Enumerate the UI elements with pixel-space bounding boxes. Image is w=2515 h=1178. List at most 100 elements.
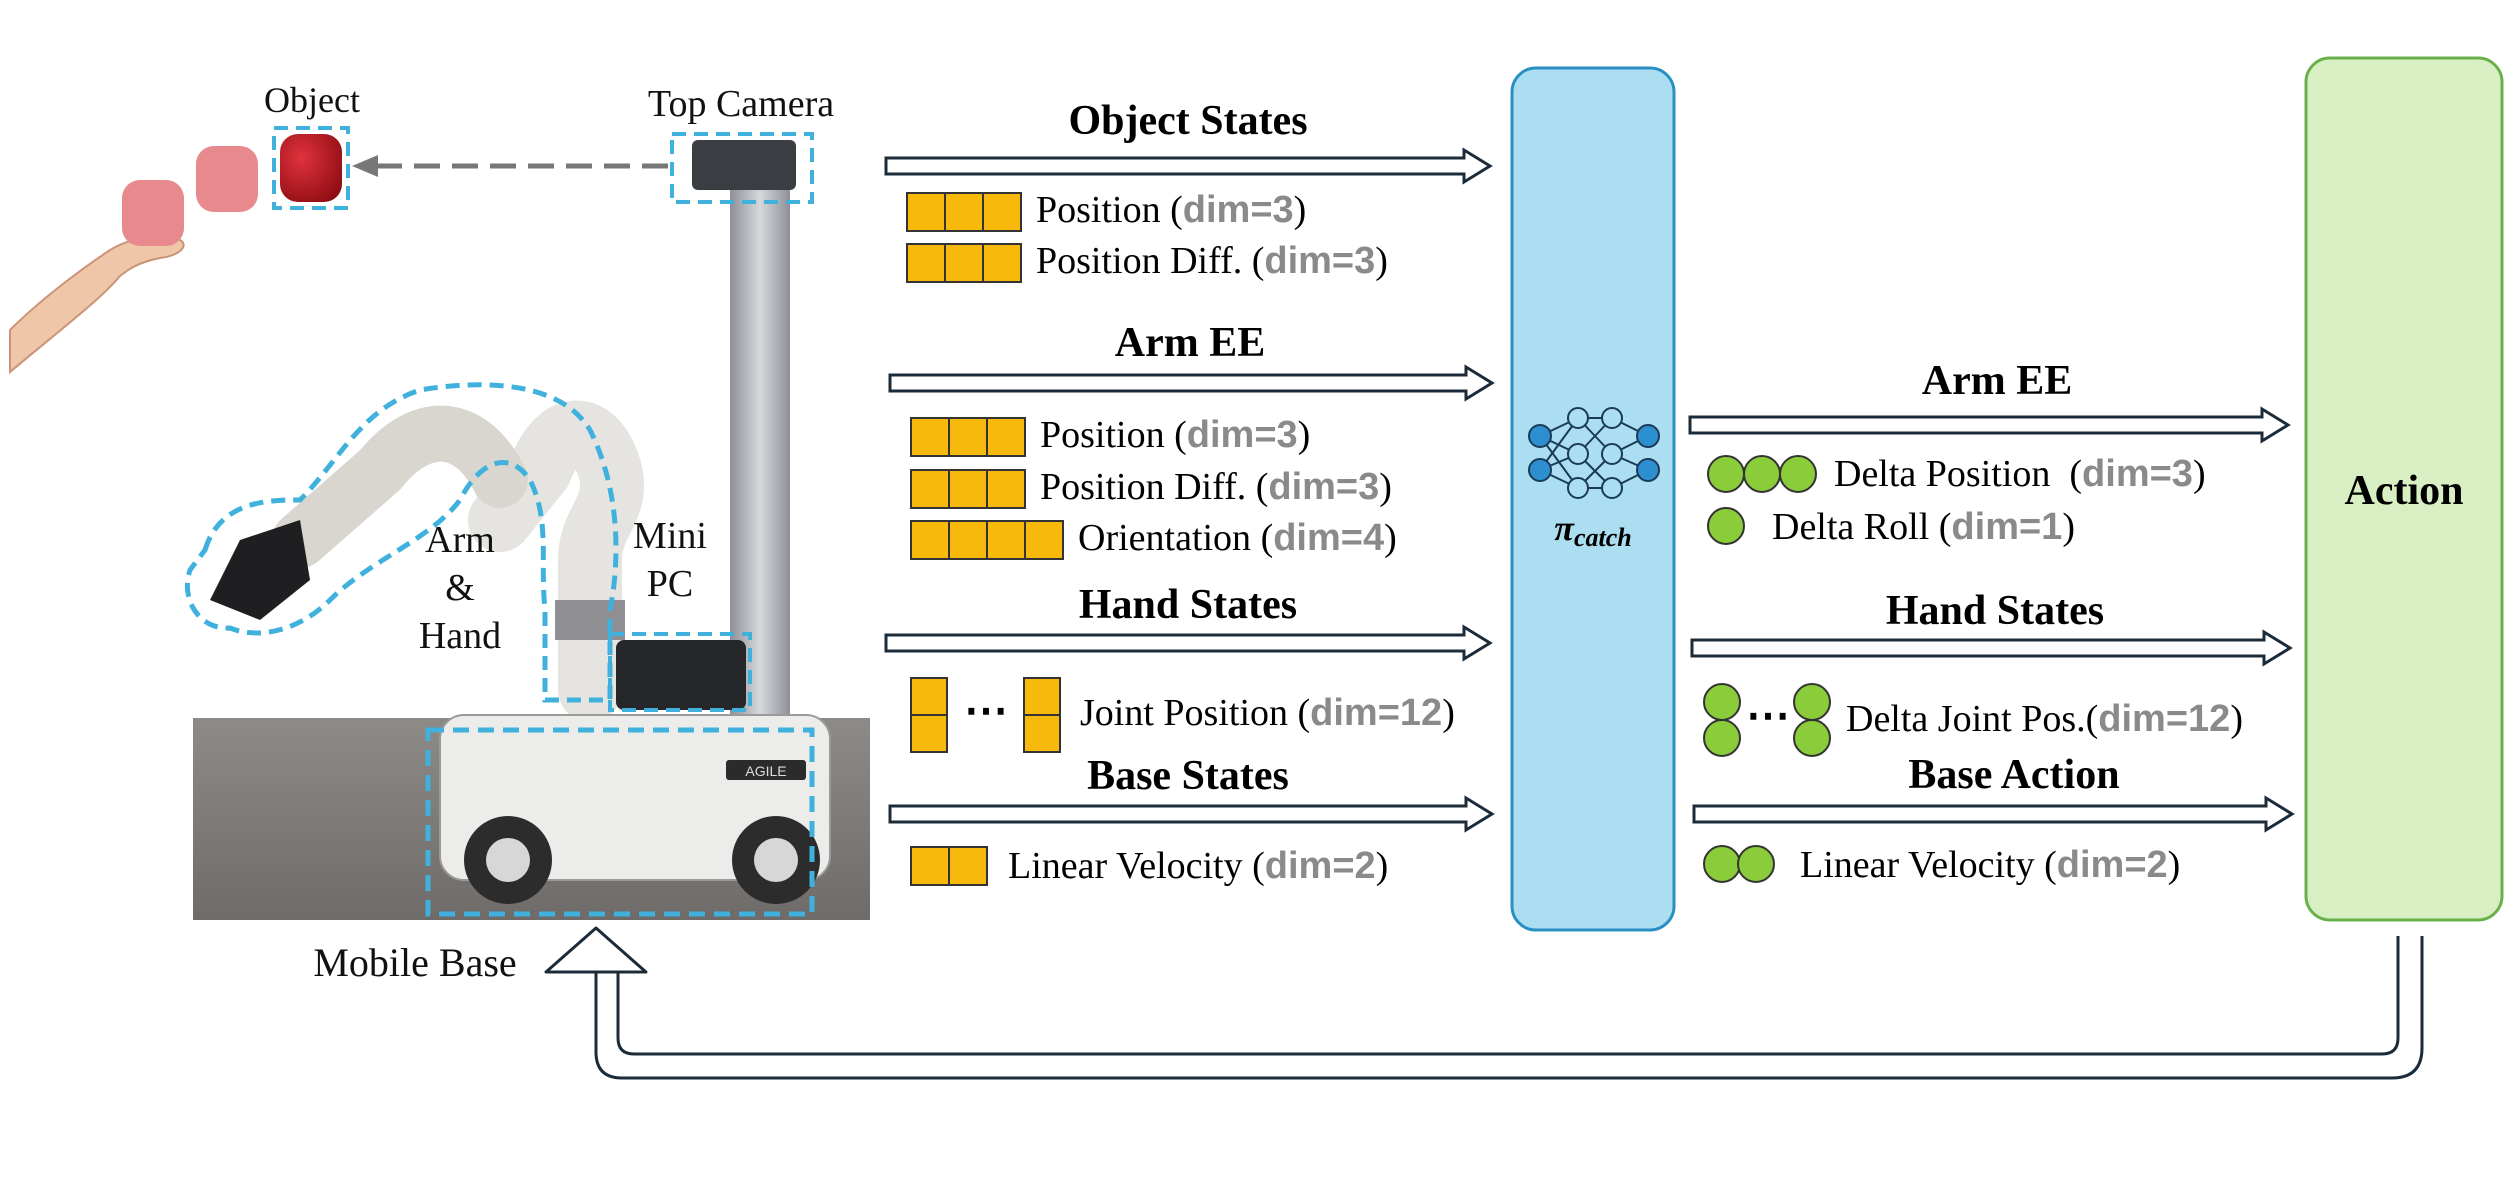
obs-square	[1023, 677, 1061, 716]
obs-square	[986, 469, 1026, 509]
close-paren: )	[1294, 189, 1307, 231]
mini-pc-label-line2: PC	[647, 563, 693, 605]
circle-group	[1707, 455, 1817, 493]
policy-box	[1510, 66, 1676, 932]
policy-subscript: catch	[1574, 523, 1632, 552]
circle-group	[1793, 683, 1831, 757]
throwing-hand-illustration	[9, 235, 185, 375]
circle-group	[1703, 683, 1741, 757]
obs-square	[1023, 714, 1061, 753]
close-paren: )	[1298, 414, 1311, 456]
output-arrow-hand-states	[1690, 629, 2293, 667]
open-paren: (	[1242, 240, 1264, 282]
object-cube	[280, 134, 342, 202]
policy-symbol: π	[1554, 508, 1575, 548]
svg-text:Joint Position (dim=12): Joint Position (dim=12)	[1080, 692, 1455, 734]
input-arrow-arm-ee	[888, 364, 1495, 402]
open-paren: (	[1929, 506, 1951, 548]
svg-text:Position Diff. (dim=3): Position Diff. (dim=3)	[1040, 466, 1392, 508]
mini-pc-label-line1: Mini	[633, 515, 707, 557]
square-group	[910, 520, 1064, 560]
outputs-column: Arm EE Delta Position (dim=3) Delta Roll…	[1688, 358, 2295, 886]
input-item-dim: dim=12	[1310, 692, 1442, 734]
obs-square	[944, 243, 984, 283]
output-title-arm-ee: Arm EE	[1922, 358, 2073, 404]
output-item-dim: dim=1	[1951, 506, 2062, 548]
object-ghost-1	[122, 180, 184, 246]
svg-text:Linear Velocity (dim=2): Linear Velocity (dim=2)	[1800, 844, 2180, 886]
output-item-label: Linear Velocity	[1800, 844, 2035, 886]
svg-text:Position Diff. (dim=3): Position Diff. (dim=3)	[1036, 240, 1388, 282]
obs-square	[982, 243, 1022, 283]
open-paren: (	[1161, 189, 1183, 231]
obs-square	[910, 417, 950, 457]
svg-text:Linear Velocity (dim=2): Linear Velocity (dim=2)	[1008, 845, 1388, 887]
svg-text:Delta Joint Pos.(dim=12): Delta Joint Pos.(dim=12)	[1846, 698, 2243, 740]
svg-text:πcatch: πcatch	[1554, 508, 1631, 552]
obs-square	[910, 714, 948, 753]
input-arrow-base-states	[888, 795, 1495, 833]
close-paren: )	[1384, 517, 1397, 559]
mobile-base-plate-text: AGILE	[745, 763, 786, 779]
output-arrow-base-action	[1692, 795, 2295, 833]
mini-pc-body	[616, 640, 746, 710]
robot-arm	[210, 400, 644, 722]
input-item-label: Linear Velocity	[1008, 845, 1243, 887]
obs-square	[986, 520, 1026, 560]
close-paren: )	[1375, 240, 1388, 282]
wheel-rear-hub	[754, 838, 798, 882]
svg-text:Position (dim=3): Position (dim=3)	[1036, 189, 1306, 231]
output-item-dim: dim=2	[2057, 844, 2168, 886]
obs-square	[982, 192, 1022, 232]
svg-text:Delta Position (dim=3): Delta Position (dim=3)	[1834, 453, 2206, 495]
output-item-label: Delta Joint Pos.	[1846, 698, 2086, 740]
policy-block: πcatch	[1510, 66, 1676, 932]
obs-square	[910, 469, 950, 509]
svg-text:Orientation (dim=4): Orientation (dim=4)	[1078, 517, 1397, 559]
square-group	[910, 846, 988, 886]
obs-square	[910, 677, 948, 716]
close-paren: )	[1379, 466, 1392, 508]
input-title-base-states: Base States	[1087, 753, 1289, 799]
input-item-dim: dim=3	[1268, 466, 1379, 508]
top-camera-body	[692, 140, 796, 190]
act-circle	[1743, 455, 1781, 493]
object-ghost-2	[196, 146, 258, 212]
obs-square	[948, 469, 988, 509]
input-item-label: Position	[1036, 189, 1161, 231]
act-circle	[1707, 455, 1745, 493]
object-label: Object	[264, 80, 360, 120]
mobile-base-label: Mobile Base	[313, 940, 516, 985]
feedback-loop-arrow	[546, 930, 2398, 1080]
input-title-hand-states: Hand States	[1079, 582, 1297, 628]
input-item-label: Position Diff.	[1040, 466, 1246, 508]
open-paren: (	[1246, 466, 1268, 508]
obs-square	[986, 417, 1026, 457]
input-arrow-hand-states	[884, 624, 1493, 662]
act-circle	[1793, 683, 1831, 721]
close-paren: )	[2168, 844, 2181, 886]
act-circle	[1703, 719, 1741, 757]
action-box	[2304, 56, 2504, 922]
close-paren: )	[2230, 698, 2243, 740]
svg-text:Position (dim=3): Position (dim=3)	[1040, 414, 1310, 456]
obs-square	[948, 417, 988, 457]
act-circle	[1707, 507, 1745, 545]
top-camera-box	[670, 132, 814, 204]
input-item-dim: dim=2	[1265, 845, 1376, 887]
input-item-dim: dim=3	[1264, 240, 1375, 282]
open-paren: (	[2035, 844, 2057, 886]
robot-scene: Object Top Camera Arm & Hand Mini PC AGI…	[9, 80, 870, 985]
square-group	[906, 192, 1022, 232]
output-item-dim: dim=12	[2098, 698, 2230, 740]
square-group	[910, 469, 1026, 509]
svg-text:Delta Roll (dim=1): Delta Roll (dim=1)	[1772, 506, 2075, 548]
input-item-label: Position	[1040, 414, 1165, 456]
close-paren: )	[1442, 692, 1455, 734]
object-highlight-box	[272, 126, 350, 210]
square-group	[910, 417, 1026, 457]
square-group	[910, 677, 948, 753]
input-item-label: Joint Position	[1080, 692, 1288, 734]
camera-tracking-arrowhead	[352, 155, 378, 177]
input-title-arm-ee: Arm EE	[1115, 320, 1266, 366]
